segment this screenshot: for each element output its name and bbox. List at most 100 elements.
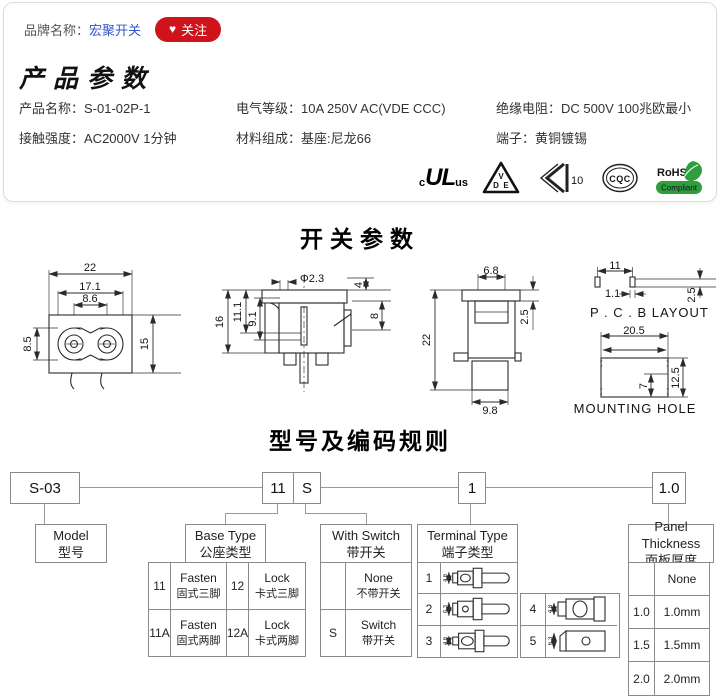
svg-text:22: 22 bbox=[421, 334, 433, 346]
param-electrical-rating: 电气等级：10A 250V AC(VDE CCC) bbox=[236, 101, 446, 116]
svg-text:Compliant: Compliant bbox=[661, 184, 698, 193]
table-cell: Fasten 固式三脚 bbox=[171, 563, 227, 610]
pcb-layout-drawing: 11 1.1 2.5 P . C . B LAYOUT bbox=[590, 260, 716, 320]
heart-icon: ♥ bbox=[169, 22, 177, 36]
param-contact-strength: 接触强度：AC2000V 1分钟 bbox=[19, 131, 177, 146]
label-box-terminal-type: Terminal Type 端子类型 bbox=[417, 524, 518, 563]
rohs-logo-icon: RoHS Compliant bbox=[656, 161, 702, 194]
code-box-panel: 1.0 bbox=[652, 472, 686, 504]
connector bbox=[305, 503, 306, 513]
table-cell: None bbox=[655, 563, 709, 596]
mounting-hole-drawing: 20.5 7 12.5 MOUNTING HOLE bbox=[574, 325, 696, 416]
certification-logos: c UL us V D E 10 CQC RoHS Compliant bbox=[419, 159, 706, 197]
table-cell: S bbox=[321, 609, 346, 656]
svg-text:4.8: 4.8 bbox=[443, 637, 449, 645]
svg-text:2.5: 2.5 bbox=[686, 287, 698, 302]
param-product-name: 产品名称：S-01-02P-1 bbox=[19, 101, 151, 116]
svg-text:9.8: 9.8 bbox=[482, 405, 497, 417]
brand-bar: 品牌名称： 宏聚开关 ♥ 关注 bbox=[24, 16, 222, 42]
svg-text:11: 11 bbox=[609, 260, 620, 272]
svg-text:8.6: 8.6 bbox=[82, 293, 97, 305]
svg-text:Φ2.3: Φ2.3 bbox=[300, 273, 324, 285]
table-cell: 4 bbox=[521, 594, 546, 626]
table-cell: 12 bbox=[227, 563, 249, 610]
table-cell: 2.0 bbox=[629, 662, 655, 695]
follow-button[interactable]: ♥ 关注 bbox=[155, 16, 222, 42]
svg-text:E: E bbox=[503, 181, 509, 190]
svg-text:10: 10 bbox=[571, 175, 583, 187]
product-info-card: 品牌名称： 宏聚开关 ♥ 关注 产品参数 产品名称：S-01-02P-1 电气等… bbox=[3, 2, 717, 202]
svg-text:1.1: 1.1 bbox=[605, 288, 620, 300]
table-cell: 11 bbox=[149, 563, 171, 610]
svg-text:2.5: 2.5 bbox=[519, 309, 531, 324]
svg-text:6.3: 6.3 bbox=[548, 636, 554, 645]
follow-label: 关注 bbox=[181, 22, 208, 38]
terminal-type-subtable: 4 4.8 5 6.3 bbox=[520, 593, 620, 658]
svg-text:4: 4 bbox=[353, 282, 365, 288]
label-box-panel-thickness: Panel Thickness 面板厚度 bbox=[628, 519, 714, 568]
connector bbox=[305, 513, 366, 514]
terminal-drawing-5: 6.3 bbox=[546, 626, 617, 658]
connector bbox=[366, 513, 367, 524]
table-cell: 1.5mm bbox=[655, 629, 709, 662]
param-terminal: 端子：黄铜镀锡 bbox=[496, 131, 588, 146]
code-cell-switch: S bbox=[294, 472, 321, 504]
svg-text:P . C . B LAYOUT: P . C . B LAYOUT bbox=[590, 305, 709, 320]
table-cell: 1.5 bbox=[629, 629, 655, 662]
table-cell: Fasten 固式两脚 bbox=[171, 609, 227, 656]
terminal-drawing-1: 4.8 bbox=[441, 563, 517, 595]
switch-params-title: 开关参数 bbox=[300, 226, 420, 252]
terminal-drawing-3: 4.8 bbox=[441, 626, 517, 657]
code-cell-base: 11 bbox=[262, 472, 294, 504]
table-cell: 12A bbox=[227, 609, 249, 656]
code-box-base-switch: 11 S bbox=[262, 472, 321, 504]
svg-text:12.5: 12.5 bbox=[670, 367, 682, 388]
table-cell: 1 bbox=[418, 563, 441, 595]
with-switch-table: None 不带开关 S Switch 带开关 bbox=[320, 562, 412, 657]
svg-text:15: 15 bbox=[139, 338, 151, 350]
cqc-logo-icon: CQC bbox=[602, 163, 638, 193]
table-cell: Switch 带开关 bbox=[360, 617, 397, 647]
param-insulation-resistance: 绝缘电阻：DC 500V 100兆欧最小 bbox=[496, 101, 692, 116]
label-box-with-switch: With Switch 带开关 bbox=[320, 524, 412, 563]
svg-text:16: 16 bbox=[214, 316, 226, 328]
code-connector-main bbox=[44, 487, 668, 488]
svg-text:4.8: 4.8 bbox=[548, 604, 554, 613]
svg-text:8: 8 bbox=[369, 313, 381, 319]
connector bbox=[225, 513, 226, 524]
label-box-model: Model 型号 bbox=[35, 524, 107, 563]
table-cell: Lock 卡式三脚 bbox=[249, 563, 305, 610]
front-view-drawing: 22 17.1 8.6 8.5 15 bbox=[22, 262, 181, 390]
table-cell bbox=[321, 563, 346, 610]
table-cell: 3 bbox=[418, 625, 441, 657]
svg-text:22: 22 bbox=[84, 262, 96, 274]
svg-text:D: D bbox=[493, 181, 499, 190]
table-cell: None 不带开关 bbox=[346, 563, 411, 610]
product-params-title: 产品参数 bbox=[19, 64, 156, 93]
svg-text:9.1: 9.1 bbox=[247, 311, 259, 326]
connector bbox=[470, 503, 471, 524]
ul-logo-icon: c UL us bbox=[419, 164, 468, 192]
terminal-type-table: 1 4.8 2 6.3 3 4.8 bbox=[417, 562, 518, 658]
table-cell: Lock 卡式两脚 bbox=[255, 617, 299, 647]
svg-text:8.5: 8.5 bbox=[22, 336, 34, 351]
table-cell: 1.0 bbox=[629, 596, 655, 629]
terminal-drawing-4: 4.8 bbox=[546, 594, 617, 626]
terminal-drawing-2: 6.3 bbox=[441, 594, 517, 626]
param-material: 材料组成：基座:尼龙66 bbox=[236, 131, 372, 146]
svg-text:4.8: 4.8 bbox=[443, 574, 449, 582]
svg-text:6.3: 6.3 bbox=[443, 605, 449, 613]
svg-text:6.8: 6.8 bbox=[483, 265, 498, 277]
brand-label: 品牌名称： bbox=[24, 22, 90, 38]
label-box-base-type: Base Type 公座类型 bbox=[185, 524, 266, 563]
table-cell: 1.0mm bbox=[655, 596, 709, 629]
connector bbox=[44, 503, 45, 524]
svg-text:7: 7 bbox=[638, 383, 650, 389]
side-view-drawing: Φ2.3 16 11.1 9.1 4 8 bbox=[214, 273, 391, 392]
brand-link[interactable]: 宏聚开关 bbox=[89, 22, 142, 38]
connector bbox=[668, 503, 669, 524]
svg-text:V: V bbox=[498, 172, 504, 181]
svg-text:11.1: 11.1 bbox=[232, 302, 244, 323]
vde-logo-icon: V D E bbox=[482, 161, 520, 194]
end-view-drawing: 6.8 2.5 22 9.8 bbox=[421, 265, 539, 417]
